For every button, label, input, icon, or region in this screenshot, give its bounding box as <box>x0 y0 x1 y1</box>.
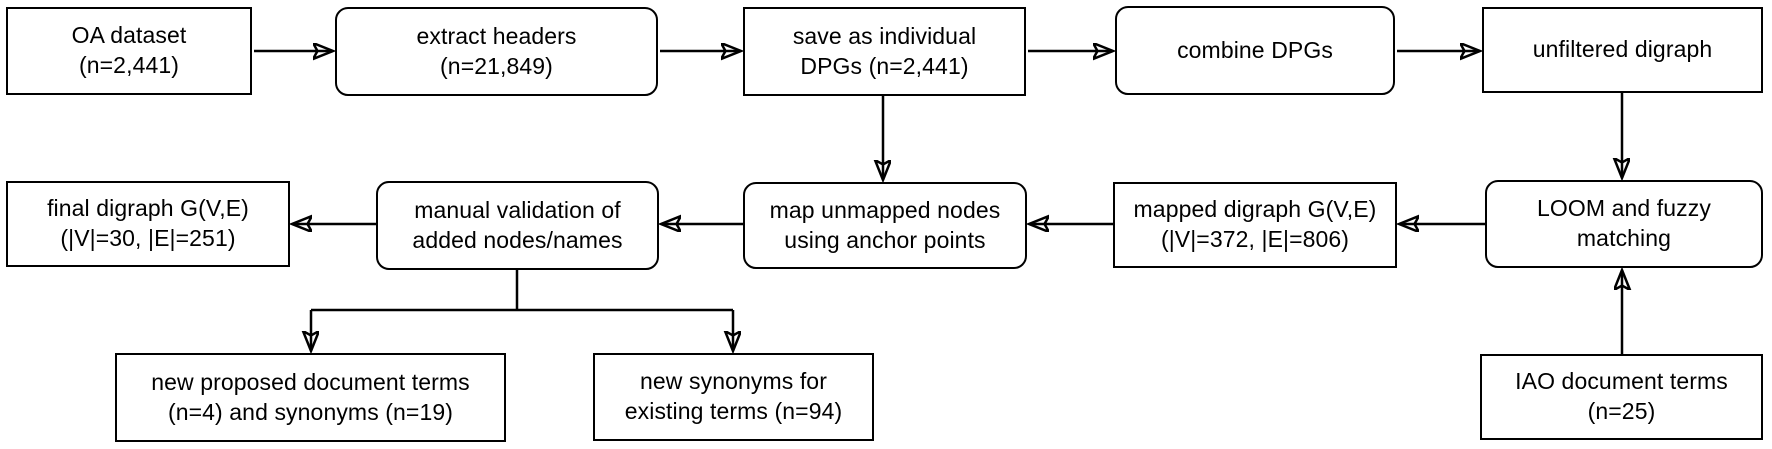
node-iao-document-terms: IAO document terms (n=25) <box>1480 354 1763 440</box>
node-loom-fuzzy-matching: LOOM and fuzzy matching <box>1485 180 1763 268</box>
node-new-proposed-terms: new proposed document terms (n=4) and sy… <box>115 353 506 442</box>
node-new-synonyms: new synonyms for existing terms (n=94) <box>593 353 874 441</box>
node-unfiltered-digraph: unfiltered digraph <box>1482 7 1763 93</box>
node-final-digraph: final digraph G(V,E) (|V|=30, |E|=251) <box>6 181 290 267</box>
node-mapped-digraph: mapped digraph G(V,E) (|V|=372, |E|=806) <box>1113 182 1397 268</box>
node-map-unmapped-nodes: map unmapped nodes using anchor points <box>743 182 1027 269</box>
node-extract-headers: extract headers (n=21,849) <box>335 7 658 96</box>
node-save-as-dpgs: save as individual DPGs (n=2,441) <box>743 7 1026 96</box>
node-combine-dpgs: combine DPGs <box>1115 6 1395 95</box>
branch-connector <box>311 270 733 312</box>
node-oa-dataset: OA dataset (n=2,441) <box>6 7 252 95</box>
node-manual-validation: manual validation of added nodes/names <box>376 181 659 270</box>
